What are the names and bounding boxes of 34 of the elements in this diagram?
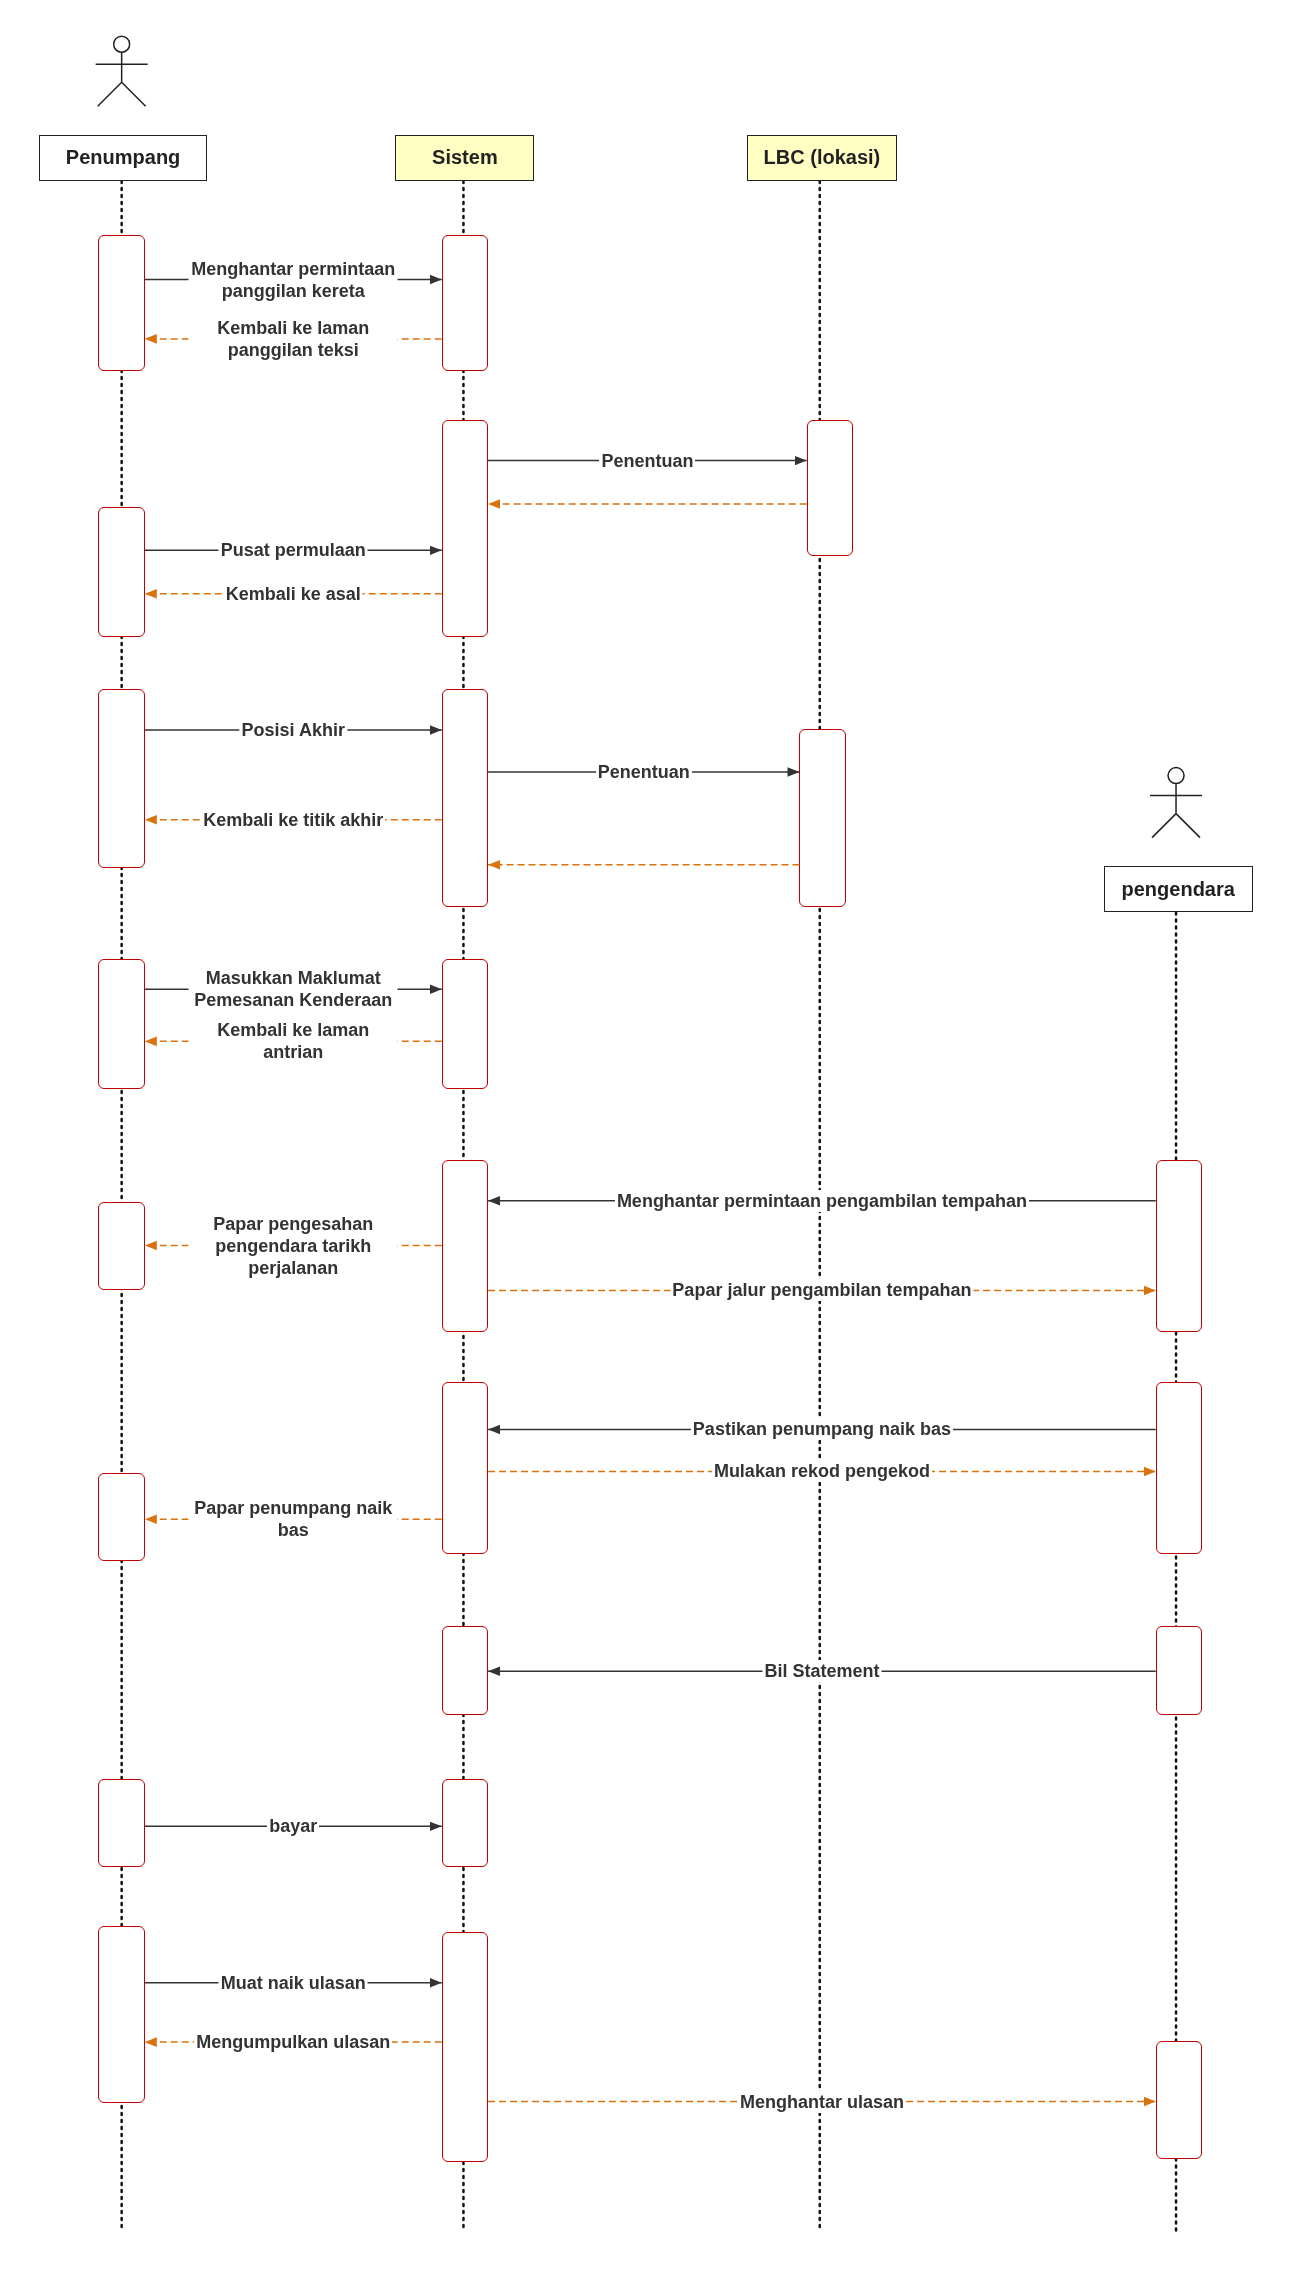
participant-box: pengendara <box>1103 866 1253 913</box>
participant-box: Penumpang <box>39 134 208 182</box>
participant-box: LBC (lokasi) <box>747 134 897 182</box>
activation-bar <box>441 1381 489 1555</box>
activation-bar <box>1155 2040 1203 2160</box>
activation-bar <box>441 689 489 907</box>
activation-bar <box>441 1626 489 1715</box>
edge-label: Papar jalur pengambilan tempahan <box>670 1279 974 1302</box>
activation-bar <box>441 1932 489 2163</box>
activation-bar <box>441 234 489 371</box>
activation-bar <box>98 1778 145 1867</box>
activation-bar <box>98 506 145 638</box>
edge-label: Mulakan rekod pengekod <box>711 1460 932 1483</box>
activation-bar <box>1155 1381 1203 1555</box>
edge-label: Pastikan penumpang naik bas <box>690 1418 953 1441</box>
activation-bar <box>98 1472 145 1562</box>
edge-label: Menghantar permintaan pengambilan tempahan <box>614 1189 1029 1212</box>
activation-bar <box>98 234 145 371</box>
message-arrow <box>487 859 801 870</box>
activation-bar <box>98 958 145 1090</box>
participant-box: Sistem <box>395 134 535 182</box>
activation-bar <box>441 1160 489 1333</box>
activation-bar <box>1155 1160 1203 1333</box>
activation-bar <box>441 420 489 638</box>
activation-bar <box>441 1778 489 1867</box>
activation-bar <box>806 420 854 557</box>
message-arrow <box>487 499 808 509</box>
activation-bar <box>799 728 846 907</box>
activation-bar <box>1155 1626 1203 1715</box>
activation-bar <box>441 958 489 1090</box>
edge-label: Bil Statement <box>762 1660 882 1683</box>
activation-bar <box>98 1926 145 2103</box>
activation-bar <box>98 1202 145 1291</box>
activation-bar <box>98 689 145 868</box>
